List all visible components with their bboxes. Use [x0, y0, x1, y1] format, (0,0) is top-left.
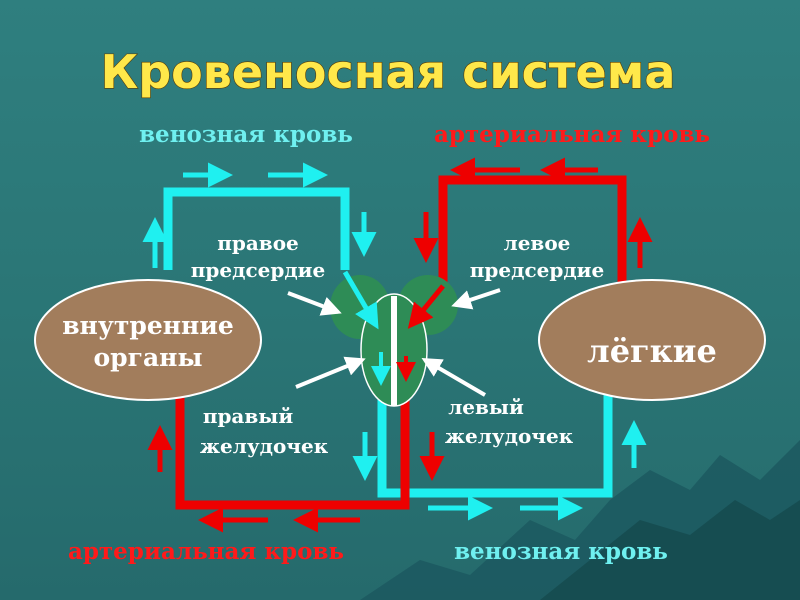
right-atrium-label-2: предсердие [191, 258, 325, 282]
internal-organs-ellipse [34, 279, 262, 401]
arterial-blood-label-bottom: артериальная кровь [68, 538, 344, 565]
pointer-arrow-icon [295, 356, 366, 389]
lungs-ellipse [538, 279, 766, 401]
arterial-blood-label-top: артериальная кровь [434, 121, 710, 148]
left-atrium-label: левое [504, 231, 571, 255]
page-title: Кровеносная система [101, 45, 676, 99]
pointer-arrow-icon [287, 291, 342, 316]
left-ventricle-label: левый [448, 395, 524, 419]
internal-organs-label-2: органы [93, 343, 202, 372]
heart [330, 270, 458, 407]
pointer-arrow-icon [421, 357, 487, 397]
venous-blood-label-bottom: венозная кровь [454, 538, 668, 565]
pointer-arrow-icon [451, 288, 501, 310]
arrow-diagonal-icon [342, 270, 379, 330]
right-ventricle-label: правый [203, 404, 294, 428]
venous-blood-label-top: венозная кровь [139, 121, 353, 148]
internal-organs-label: внутренние [62, 311, 234, 340]
pulmonary-venous-loop [163, 187, 613, 498]
arterial-loop [175, 175, 627, 510]
lungs-label: лёгкие [587, 332, 717, 370]
right-ventricle-label-2: желудочек [200, 434, 329, 458]
arrow-diagonal-icon [407, 284, 445, 329]
flow-arrows [142, 157, 653, 533]
right-atrium-label: правое [217, 231, 299, 255]
background-mountains [360, 440, 800, 600]
left-ventricle-label-2: желудочек [445, 424, 574, 448]
left-atrium-label-2: предсердие [470, 258, 604, 282]
pointer-arrows [287, 288, 501, 397]
